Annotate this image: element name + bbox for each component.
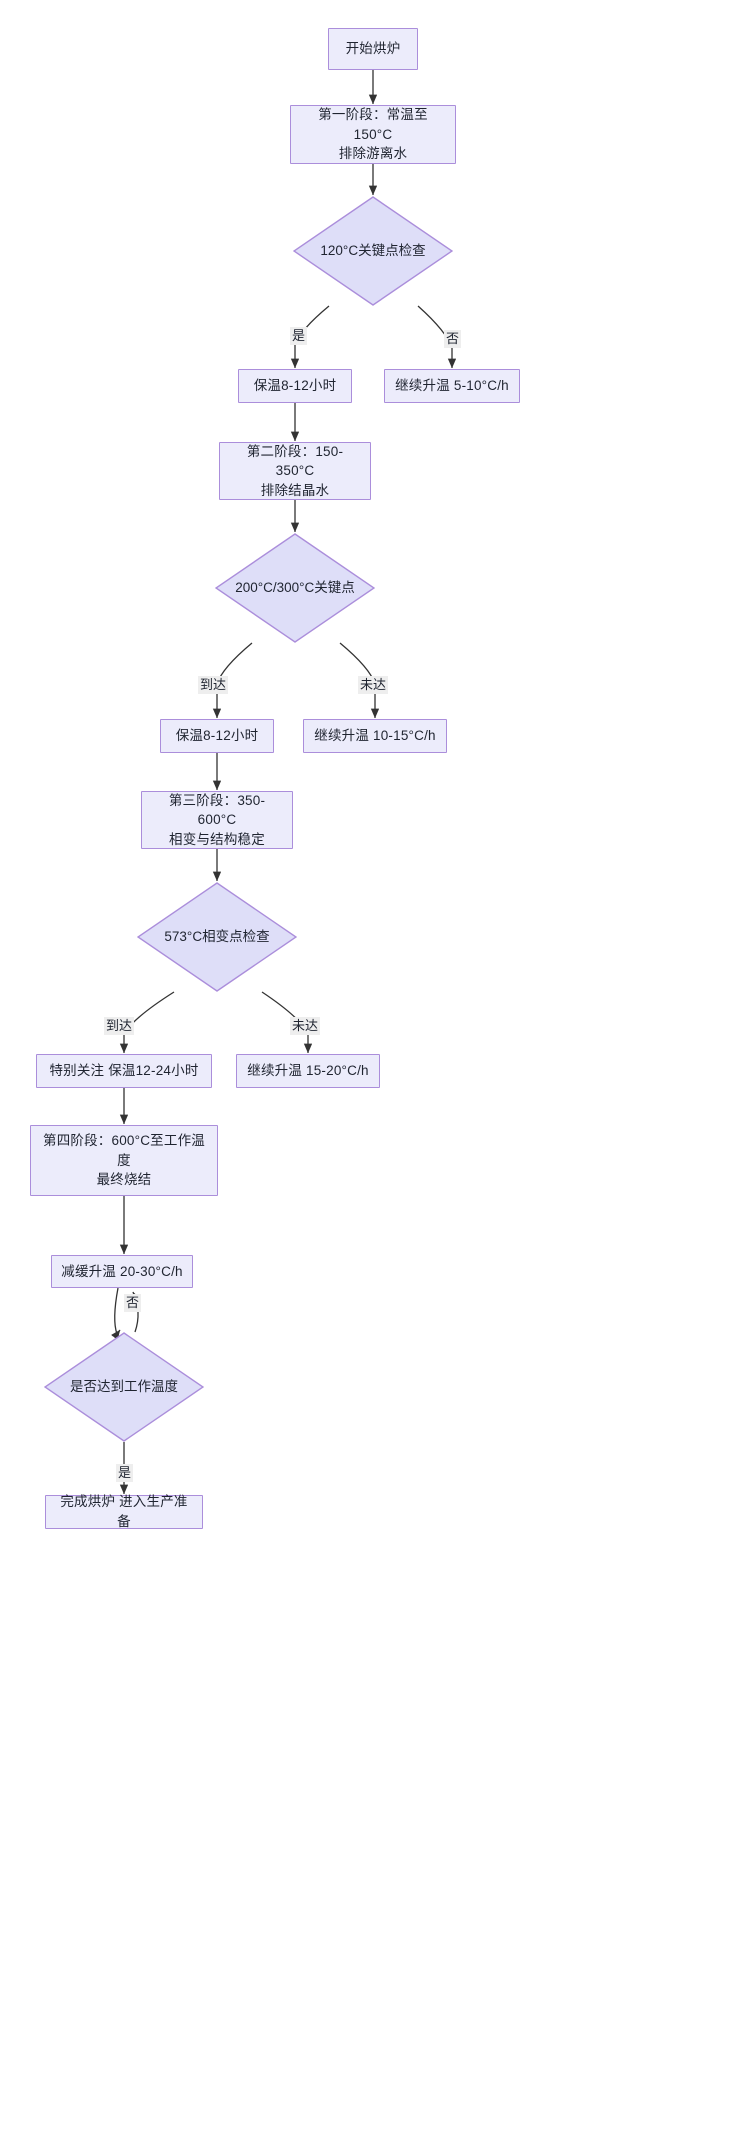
node-stage4[interactable]: 第四阶段：600°C至工作温 度 最终烧结 <box>30 1125 218 1196</box>
node-label: 200°C/300°C关键点 <box>235 580 355 596</box>
node-check200[interactable]: 200°C/300°C关键点 <box>215 533 375 643</box>
edge-label-no-work: 否 <box>124 1294 142 1312</box>
edge-label-miss-200: 未达 <box>358 676 389 694</box>
node-ramp3[interactable]: 继续升温 15-20°C/h <box>236 1054 380 1088</box>
edge-label-reach-573: 到达 <box>104 1017 135 1035</box>
node-stage3[interactable]: 第三阶段：350-600°C 相变与结构稳定 <box>141 791 293 849</box>
node-ramp1[interactable]: 继续升温 5-10°C/h <box>384 369 520 403</box>
node-checkwork[interactable]: 是否达到工作温度 <box>44 1332 204 1442</box>
node-check120[interactable]: 120°C关键点检查 <box>293 196 453 306</box>
node-ramp2[interactable]: 继续升温 10-15°C/h <box>303 719 447 753</box>
edge-label-reach-200: 到达 <box>198 676 229 694</box>
node-label: 573°C相变点检查 <box>164 929 270 945</box>
node-start[interactable]: 开始烘炉 <box>328 28 418 70</box>
diamond-shape <box>293 196 453 306</box>
node-label: 120°C关键点检查 <box>320 243 426 259</box>
edge-label-miss-573: 未达 <box>290 1017 321 1035</box>
node-hold1[interactable]: 保温8-12小时 <box>238 369 352 403</box>
edge-label-no-120: 否 <box>444 330 462 348</box>
node-hold2[interactable]: 保温8-12小时 <box>160 719 274 753</box>
node-hold3[interactable]: 特别关注 保温12-24小时 <box>36 1054 212 1088</box>
node-stage1[interactable]: 第一阶段：常温至150°C 排除游离水 <box>290 105 456 164</box>
diamond-shape <box>137 882 297 992</box>
node-stage2[interactable]: 第二阶段：150-350°C 排除结晶水 <box>219 442 371 500</box>
edge-label-yes-work: 是 <box>116 1464 134 1482</box>
diamond-shape <box>44 1332 204 1442</box>
diamond-shape <box>215 533 375 643</box>
node-done[interactable]: 完成烘炉 进入生产准备 <box>45 1494 203 1529</box>
edge-label-yes-120: 是 <box>290 327 308 345</box>
edge-slowramp-to-checkwork <box>111 1287 121 1340</box>
node-label: 是否达到工作温度 <box>70 1379 178 1395</box>
node-check573[interactable]: 573°C相变点检查 <box>137 882 297 992</box>
node-slowramp[interactable]: 减缓升温 20-30°C/h <box>51 1255 193 1288</box>
